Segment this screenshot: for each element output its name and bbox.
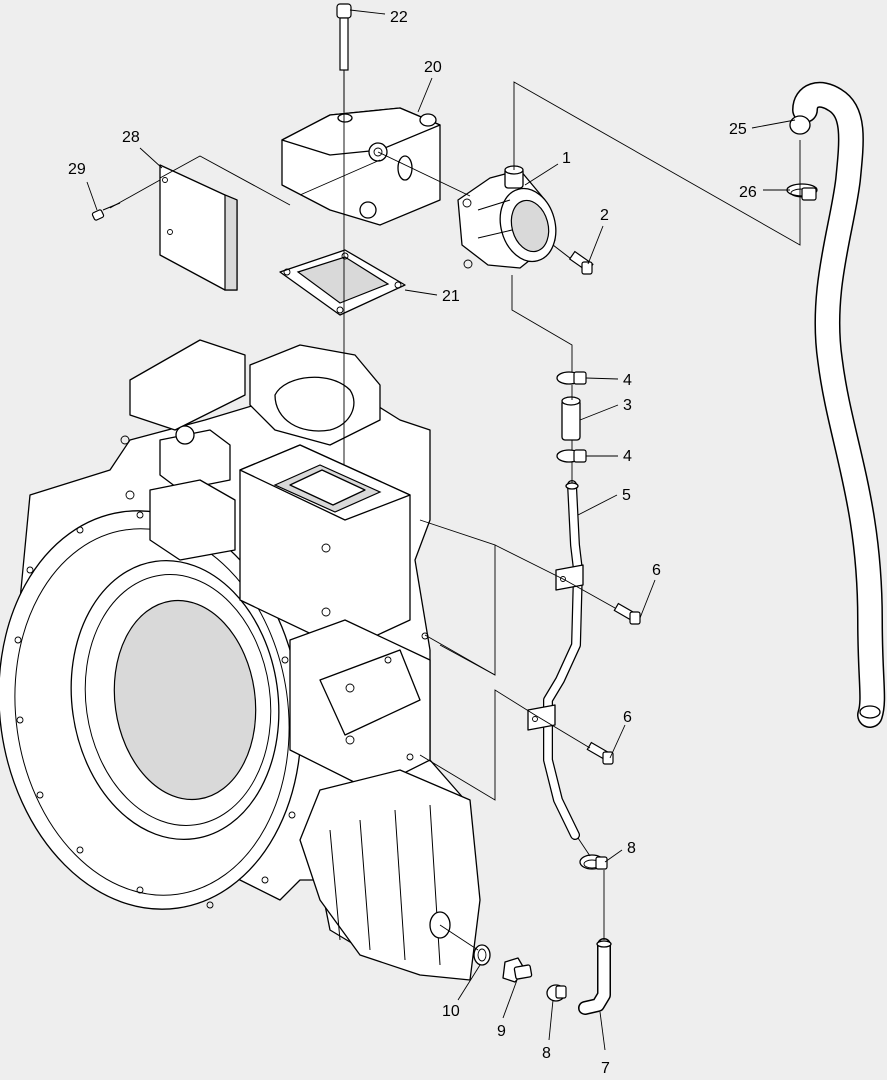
callout-5: 5 <box>622 487 631 504</box>
part-6-bolt-lower <box>586 741 614 765</box>
callout-9: 9 <box>497 1023 506 1040</box>
assembly-lines <box>109 81 801 951</box>
callout-4-lower: 4 <box>623 448 632 465</box>
callout-22: 22 <box>390 9 408 26</box>
callout-25: 25 <box>729 121 747 138</box>
part-25-hose <box>789 81 886 728</box>
part-4-clamp-lower <box>556 449 587 463</box>
callout-8-upper: 8 <box>627 840 636 857</box>
callout-6-upper: 6 <box>652 562 661 579</box>
callout-8-lower: 8 <box>542 1045 551 1062</box>
part-10-o-ring <box>473 944 491 966</box>
callout-26: 26 <box>739 184 757 201</box>
part-3-sleeve <box>561 396 581 441</box>
part-28-plate <box>159 164 238 291</box>
callout-leaders <box>86 9 796 1051</box>
callout-1: 1 <box>562 150 571 167</box>
part-20-cover-housing <box>281 107 441 226</box>
part-1-breather <box>457 165 557 269</box>
callout-4-upper: 4 <box>623 372 632 389</box>
callout-10: 10 <box>442 1003 460 1020</box>
callout-2: 2 <box>600 207 609 224</box>
part-5-tube <box>527 480 584 840</box>
part-7-elbow-hose <box>578 938 612 1015</box>
part-4-clamp-upper <box>556 371 587 385</box>
gearbox-housing <box>0 339 481 981</box>
callout-3: 3 <box>623 397 632 414</box>
part-26-clamp <box>786 183 818 201</box>
part-8-clamp-upper <box>579 854 608 870</box>
part-2-bolt <box>552 244 594 275</box>
part-8-clamp-lower <box>546 984 567 1002</box>
callout-29: 29 <box>68 161 86 178</box>
callout-20: 20 <box>424 59 442 76</box>
part-21-gasket <box>279 249 406 316</box>
callout-28: 28 <box>122 129 140 146</box>
callout-7: 7 <box>601 1060 610 1077</box>
part-9-fitting <box>502 957 533 983</box>
part-22-bolt <box>336 3 352 112</box>
callout-labels: 22 20 28 29 1 2 21 25 26 4 3 4 5 6 6 8 1… <box>68 9 757 1077</box>
callout-6-lower: 6 <box>623 709 632 726</box>
callout-21: 21 <box>442 288 460 305</box>
